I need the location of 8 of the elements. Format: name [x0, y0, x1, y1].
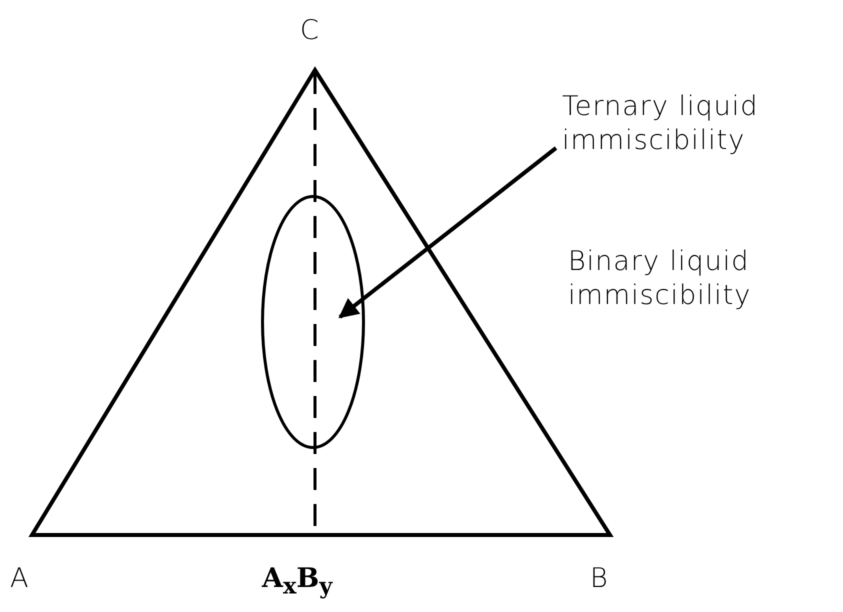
vertex-label: C — [300, 14, 320, 48]
vertex-label: A — [10, 562, 30, 596]
vertex-label: B — [590, 562, 609, 596]
immiscibility-ellipse — [261, 195, 365, 449]
compound-label: A$_{x}$B$_{y}$ — [262, 562, 334, 602]
region-label: Binary liquid immiscibility — [568, 245, 752, 313]
callout-text: Ternary liquid immiscibility — [562, 90, 822, 158]
leader-arrow — [338, 146, 558, 319]
